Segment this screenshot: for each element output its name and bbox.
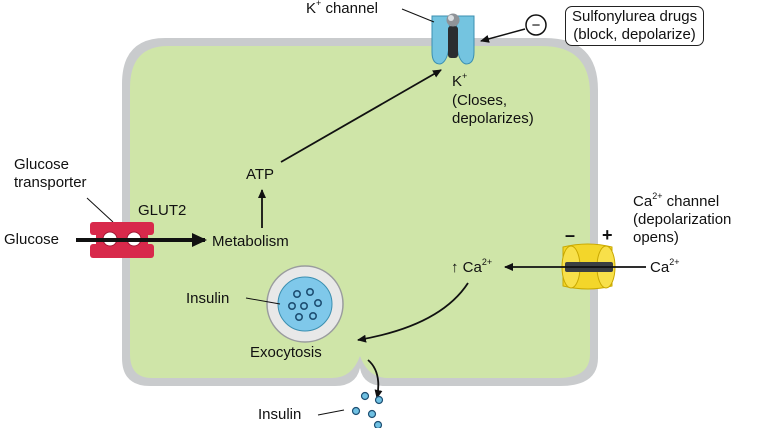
metabolism-label: Metabolism <box>212 233 289 250</box>
glucose-transporter-label: Glucose transporter <box>14 156 87 192</box>
drug-minus-circle <box>525 14 547 36</box>
k-closes-line1: (Closes, <box>452 92 508 109</box>
cytoplasm <box>130 46 590 378</box>
sulfonylurea-drugs-box: Sulfonylurea drugs (block, depolarize) <box>565 6 705 46</box>
sulfonylurea-line1: Sulfonylurea drugs <box>572 8 698 25</box>
glucose-label: Glucose <box>4 231 60 248</box>
ca-inside-label: ↑ Ca2+ <box>451 257 493 277</box>
sulfonylurea-line2: (block, depolarize) <box>573 26 696 43</box>
k-channel-label: K+ channel <box>306 0 378 17</box>
glut2-label: GLUT2 <box>138 202 187 219</box>
atp-label: ATP <box>246 166 275 183</box>
insulin-released-label: Insulin <box>258 406 302 423</box>
k-channel-icon <box>431 13 475 65</box>
ca-outside-label: Ca2+ <box>650 257 680 277</box>
insulin-vesicle-icon <box>266 265 344 343</box>
insulin-vesicle-label: Insulin <box>186 290 230 307</box>
released-insulin-icon <box>351 391 384 428</box>
k-closes-line2: depolarizes) <box>452 110 534 127</box>
drug-minus-sign: − <box>532 17 541 34</box>
glucose-transporter-line2: transporter <box>14 174 87 191</box>
exocytosis-label: Exocytosis <box>250 344 322 361</box>
membrane-plus-sign: + <box>602 225 613 245</box>
ca-channel-line3: opens) <box>633 229 679 246</box>
k-closes-label: (Closes, depolarizes) <box>452 92 534 128</box>
k-ion-label: K+ <box>452 71 468 91</box>
ca-channel-label: Ca2+ channel (depolarization opens) <box>633 191 732 247</box>
glucose-transporter-line1: Glucose <box>14 156 70 173</box>
ca-channel-line2: (depolarization <box>633 211 732 228</box>
membrane-minus-sign: – <box>565 225 576 245</box>
